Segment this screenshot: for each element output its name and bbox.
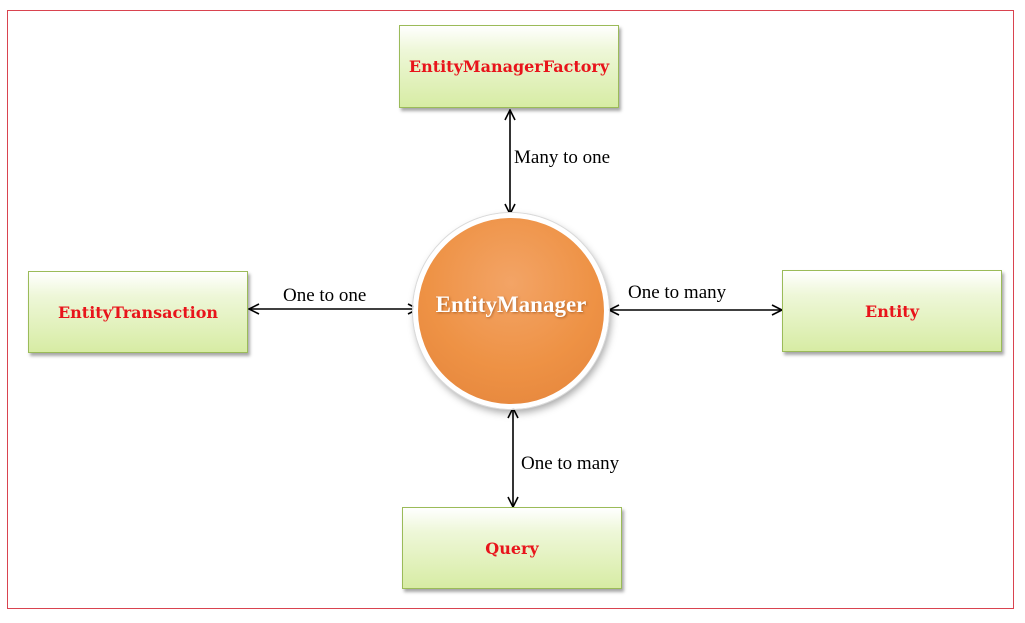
node-label: EntityTransaction — [57, 302, 219, 322]
node-label: EntityManagerFactory — [408, 57, 610, 76]
node-label: Query — [485, 538, 539, 558]
node-label: Entity — [865, 301, 919, 321]
relation-label-entity: One to many — [628, 282, 727, 303]
relation-label-query: One to many — [521, 453, 620, 474]
center-label: EntityManager — [435, 292, 587, 317]
node-entitymanager: EntityManager — [413, 213, 609, 409]
diagram-frame — [7, 10, 1014, 609]
node-query: Query — [402, 507, 622, 589]
relation-label-factory: Many to one — [514, 147, 611, 168]
node-entitytransaction: EntityTransaction — [28, 271, 248, 353]
node-entity: Entity — [782, 270, 1002, 352]
relation-label-transaction: One to one — [283, 285, 367, 306]
node-entitymanagerfactory: EntityManagerFactory — [399, 25, 619, 108]
